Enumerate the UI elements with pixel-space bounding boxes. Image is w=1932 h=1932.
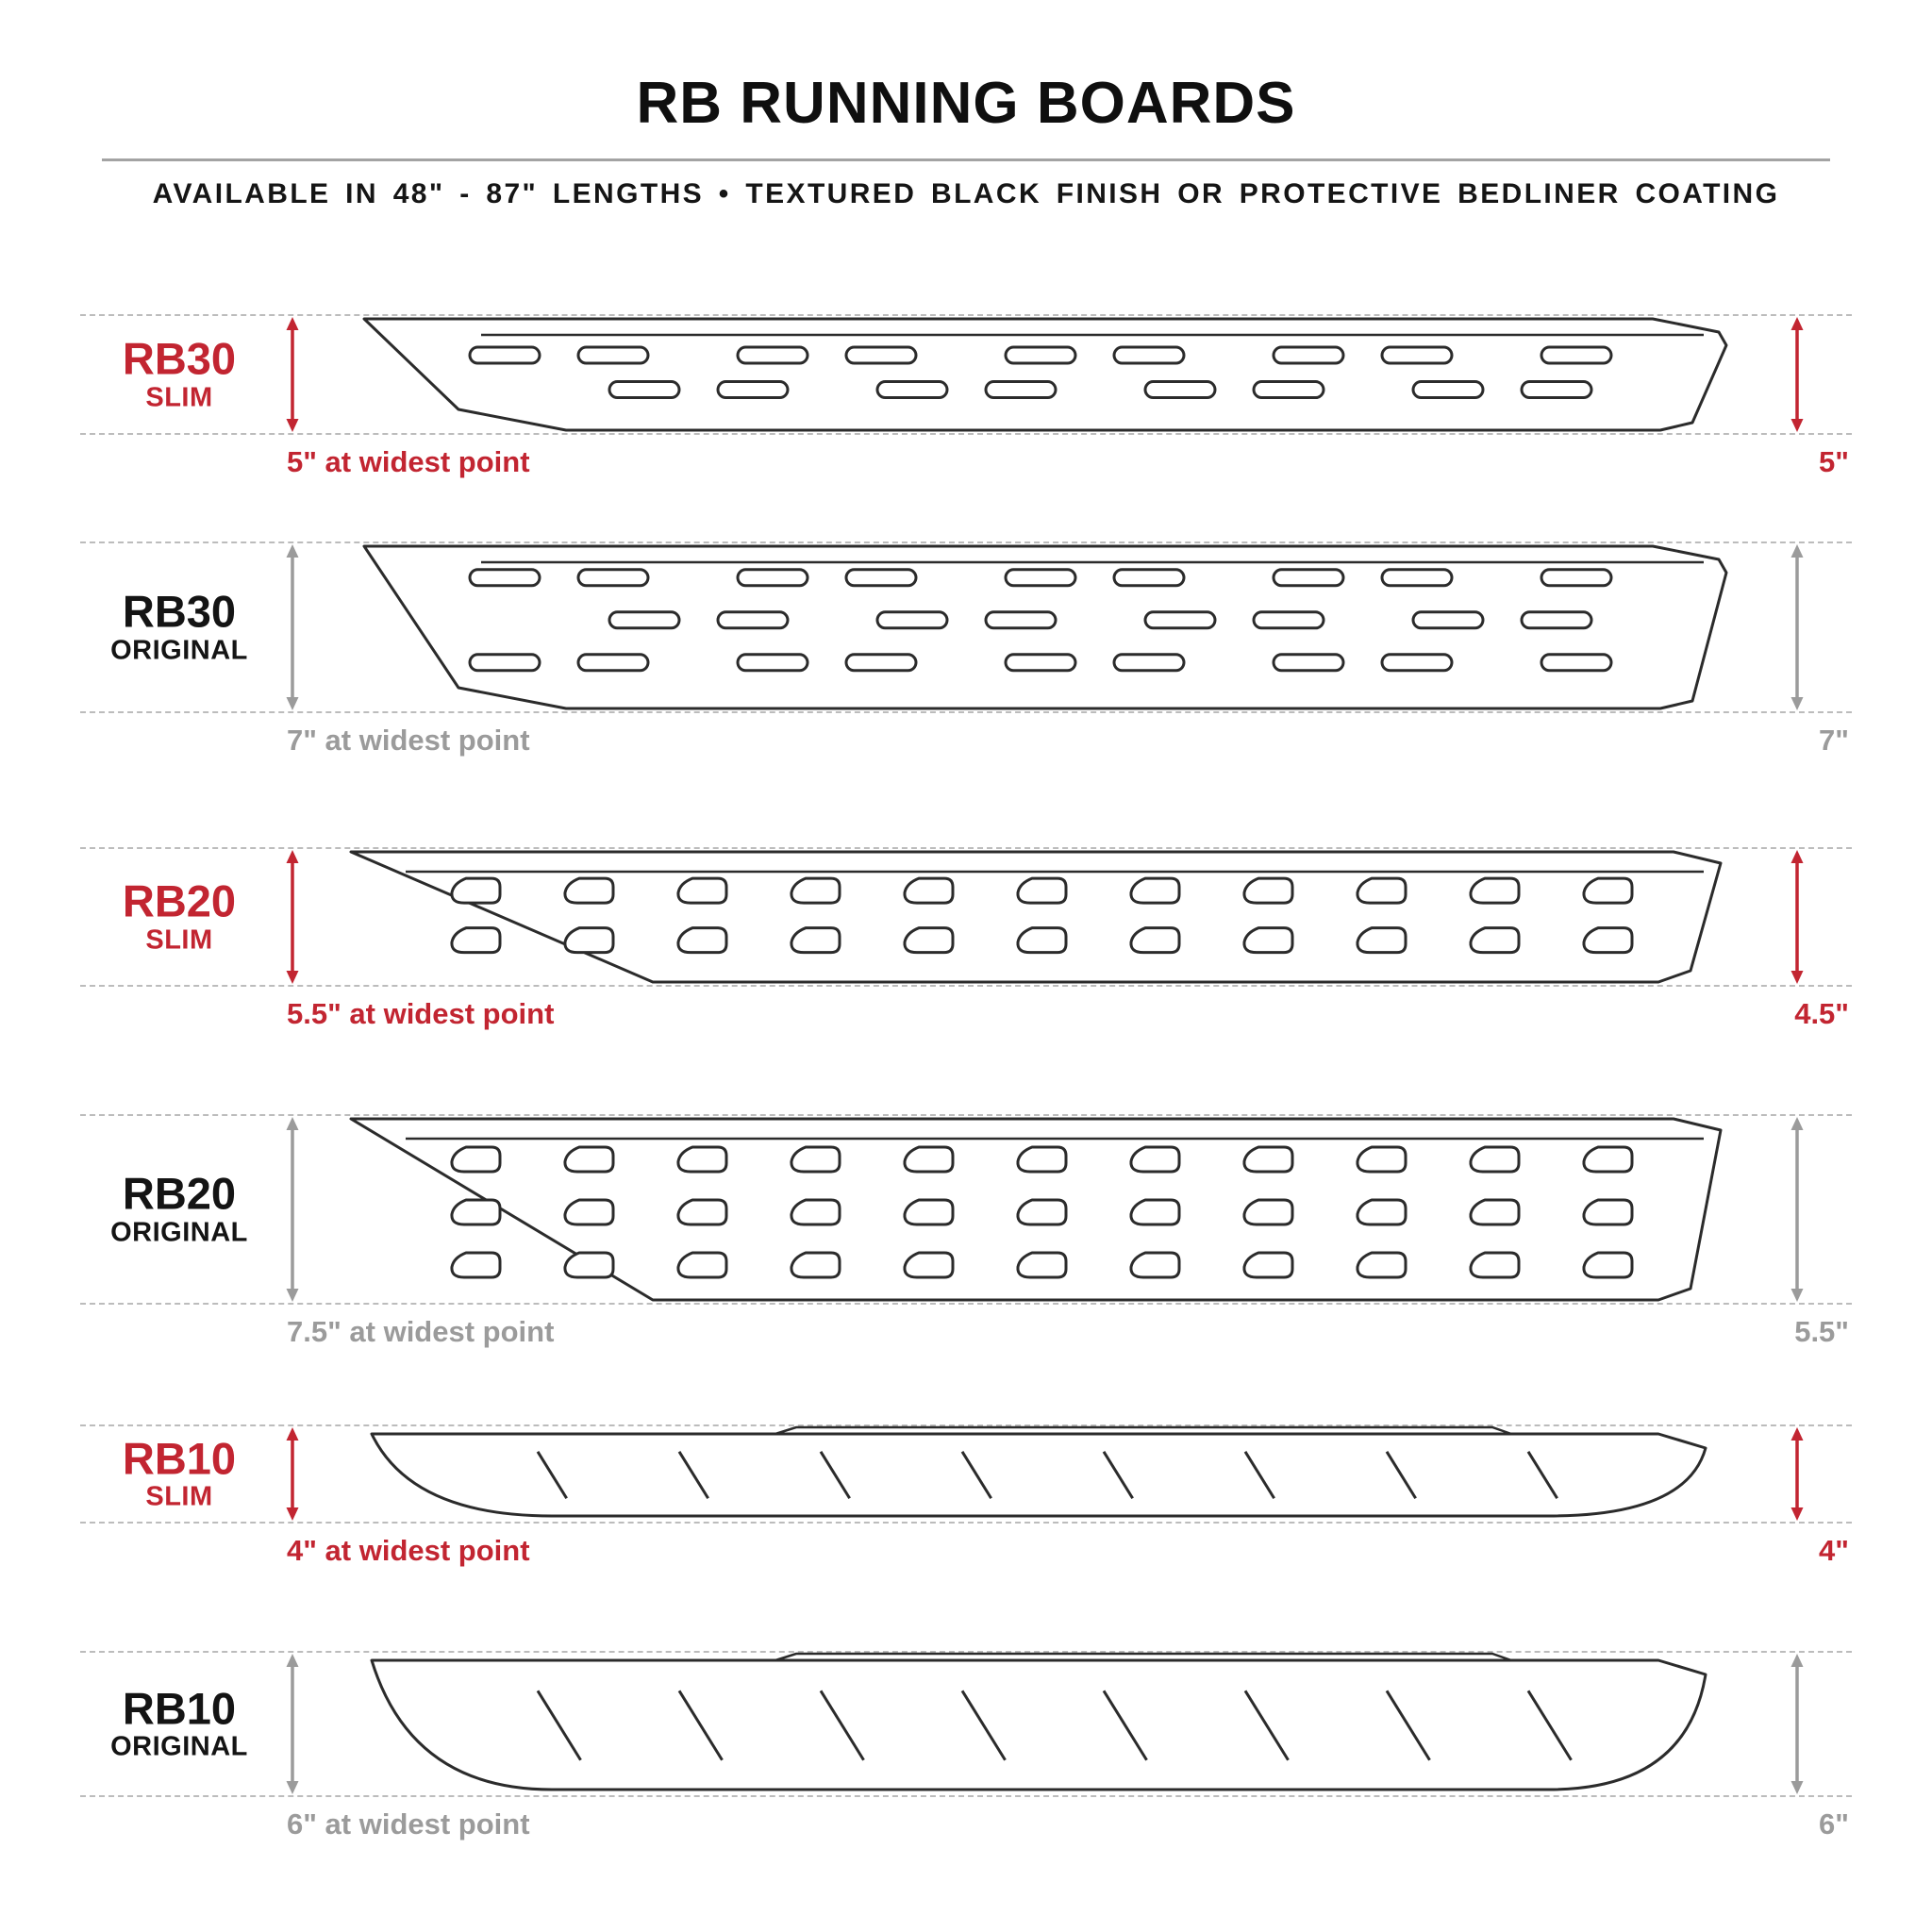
dashed-guide-bottom — [80, 1303, 1852, 1305]
dashed-guide-top — [80, 314, 1852, 316]
row-rb20-slim: RB20 SLIM 5.5" at widest point 4.5" — [0, 847, 1932, 1030]
model-label: RB30 SLIM — [66, 333, 292, 413]
height-note: 5" — [1819, 445, 1849, 478]
model-label: RB20 SLIM — [66, 875, 292, 956]
dashed-guide-bottom — [80, 433, 1852, 435]
widest-point-note: 7.5" at widest point — [287, 1315, 555, 1348]
running-board-drawing — [370, 1652, 1707, 1791]
widest-point-note: 5" at widest point — [287, 445, 530, 478]
widest-point-note: 5.5" at widest point — [287, 997, 555, 1030]
height-arrow-left — [286, 317, 299, 432]
widest-point-note: 4" at widest point — [287, 1534, 530, 1567]
height-note: 7" — [1819, 724, 1849, 757]
height-arrow-left — [286, 544, 299, 710]
model-label: RB10 ORIGINAL — [66, 1686, 292, 1762]
model-name: RB20 — [122, 875, 237, 926]
height-arrow-right — [1790, 1654, 1804, 1794]
running-board-drawing — [362, 544, 1728, 710]
row-rb30-original: RB30 ORIGINAL 7" at widest point 7" — [0, 541, 1932, 757]
row-rb10-original: RB10 ORIGINAL 6" at widest point 6" — [0, 1651, 1932, 1840]
height-arrow-left — [286, 850, 299, 984]
widest-point-note: 6" at widest point — [287, 1807, 530, 1840]
dashed-guide-bottom — [80, 1795, 1852, 1797]
height-note: 6" — [1819, 1807, 1849, 1840]
height-arrow-left — [286, 1117, 299, 1302]
model-label: RB30 ORIGINAL — [66, 586, 292, 666]
model-label: RB10 SLIM — [66, 1436, 292, 1512]
model-name: RB10 — [122, 1433, 237, 1484]
height-arrow-right — [1790, 317, 1804, 432]
dashed-guide-top — [80, 1651, 1852, 1653]
row-rb20-original: RB20 ORIGINAL 7.5" at widest point 5.5" — [0, 1114, 1932, 1348]
running-board-drawing — [349, 850, 1723, 984]
model-variant: ORIGINAL — [110, 1732, 248, 1763]
model-variant: ORIGINAL — [110, 635, 248, 666]
height-arrow-left — [286, 1427, 299, 1521]
model-name: RB30 — [122, 586, 237, 637]
page-title: RB RUNNING BOARDS — [636, 71, 1296, 136]
running-board-drawing — [362, 317, 1728, 432]
dashed-guide-top — [80, 1114, 1852, 1116]
model-name: RB20 — [122, 1168, 237, 1219]
height-arrow-right — [1790, 850, 1804, 984]
title-divider — [102, 158, 1830, 161]
dashed-guide-bottom — [80, 711, 1852, 713]
model-name: RB10 — [122, 1683, 237, 1734]
dashed-guide-top — [80, 847, 1852, 849]
running-board-drawing — [349, 1117, 1723, 1302]
model-variant: ORIGINAL — [110, 1217, 248, 1248]
height-note: 4.5" — [1794, 997, 1849, 1030]
page-subtitle: AVAILABLE IN 48" - 87" LENGTHS • TEXTURE… — [152, 178, 1780, 209]
model-variant: SLIM — [145, 1482, 213, 1513]
height-arrow-right — [1790, 1427, 1804, 1521]
row-rb30-slim: RB30 SLIM 5" at widest point 5" — [0, 314, 1932, 478]
widest-point-note: 7" at widest point — [287, 724, 530, 757]
height-arrow-right — [1790, 544, 1804, 710]
height-arrow-left — [286, 1654, 299, 1794]
dashed-guide-top — [80, 541, 1852, 543]
height-note: 5.5" — [1794, 1315, 1849, 1348]
row-rb10-slim: RB10 SLIM 4" at widest point 4" — [0, 1424, 1932, 1567]
dashed-guide-bottom — [80, 1522, 1852, 1524]
height-arrow-right — [1790, 1117, 1804, 1302]
dashed-guide-bottom — [80, 985, 1852, 987]
model-label: RB20 ORIGINAL — [66, 1168, 292, 1248]
model-variant: SLIM — [145, 924, 213, 956]
model-variant: SLIM — [145, 382, 213, 413]
running-board-drawing — [370, 1425, 1707, 1518]
model-name: RB30 — [122, 333, 237, 384]
dashed-guide-top — [80, 1424, 1852, 1426]
height-note: 4" — [1819, 1534, 1849, 1567]
